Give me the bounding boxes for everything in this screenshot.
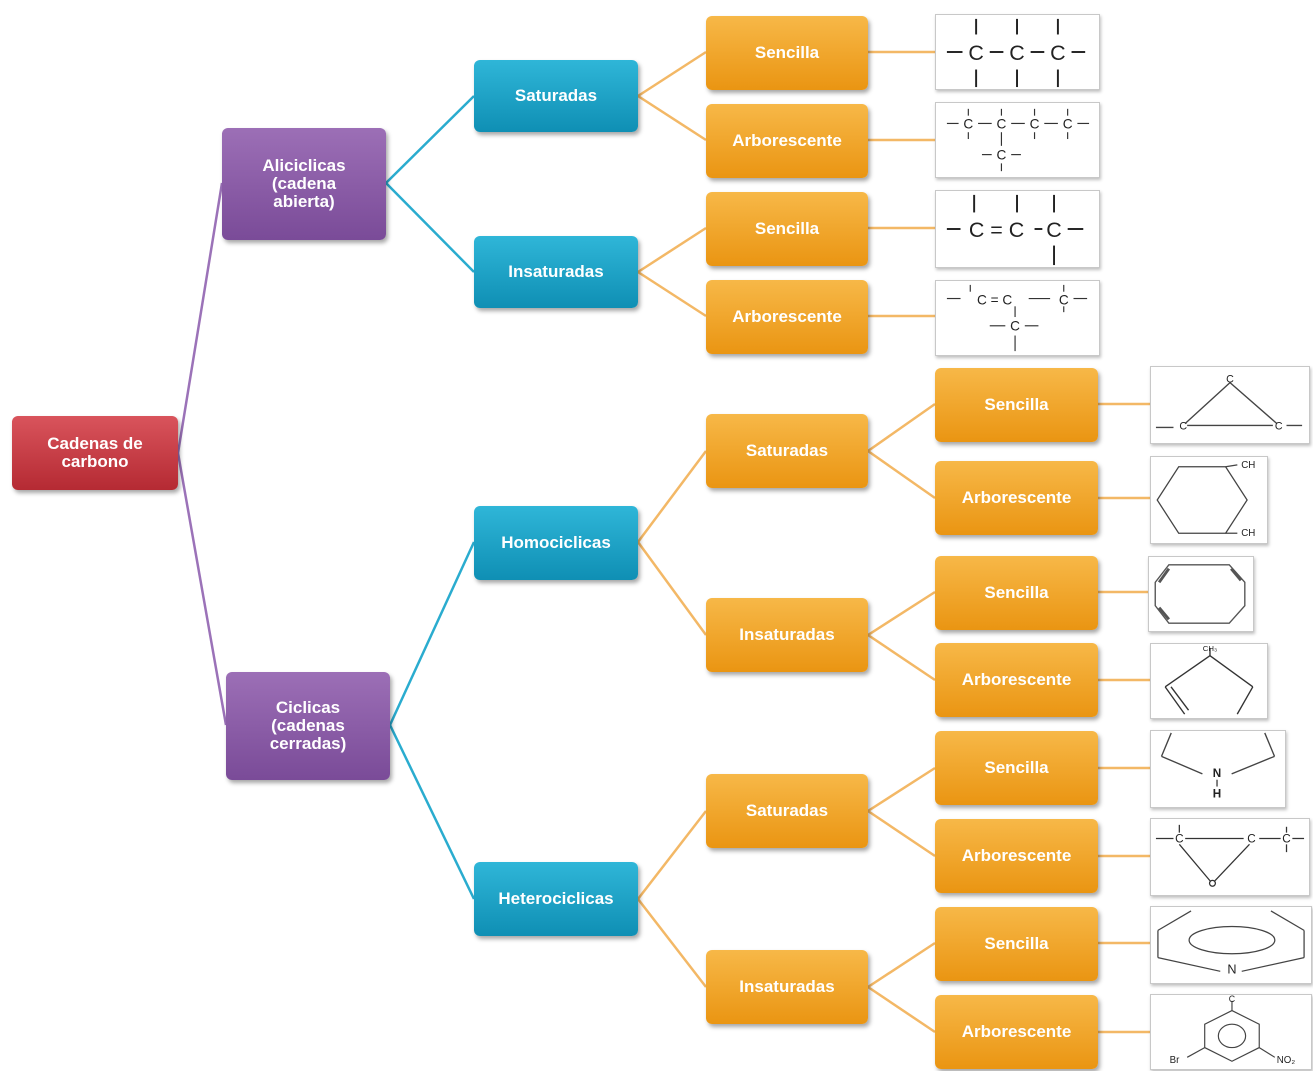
- atom-no2: NO₂: [1277, 1055, 1296, 1066]
- leaf-label: Sencilla: [984, 395, 1049, 415]
- atom-c: C: [968, 41, 983, 65]
- structure-epoxide: C C C: [1150, 818, 1310, 896]
- ciclicas-node[interactable]: Ciclicas (cadenas cerradas): [226, 672, 390, 780]
- structure-pyridine: N: [1150, 906, 1312, 984]
- leaf-label: Arborescente: [732, 307, 842, 327]
- ciclicas-label: Ciclicas (cadenas cerradas): [269, 698, 347, 753]
- heterociclicas-insaturadas-arborescente-node[interactable]: Arborescente: [935, 995, 1098, 1069]
- atom-n: N: [1227, 962, 1236, 976]
- heterociclicas-insaturadas-label: Insaturadas: [739, 977, 835, 997]
- homociclicas-saturadas-arborescente-node[interactable]: Arborescente: [935, 461, 1098, 535]
- atom-c: C: [963, 116, 973, 131]
- aliciclicas-insaturadas-arborescente-node[interactable]: Arborescente: [706, 280, 868, 354]
- aliciclicas-saturadas-label: Saturadas: [514, 86, 598, 106]
- heterociclicas-insaturadas-node[interactable]: Insaturadas: [706, 950, 868, 1024]
- atom-br: Br: [1170, 1055, 1180, 1066]
- heterociclicas-saturadas-sencilla-node[interactable]: Sencilla: [935, 731, 1098, 805]
- atom-c-double-bond: C = C: [969, 218, 1024, 242]
- aliciclicas-saturadas-sencilla-node[interactable]: Sencilla: [706, 16, 868, 90]
- leaf-label: Sencilla: [754, 43, 820, 63]
- atom-c: C: [1175, 832, 1183, 845]
- heterociclicas-saturadas-node[interactable]: Saturadas: [706, 774, 868, 848]
- atom-c: C: [997, 147, 1007, 162]
- homociclicas-saturadas-node[interactable]: Saturadas: [706, 414, 868, 488]
- atom-ch: CH: [1241, 460, 1255, 471]
- root-node[interactable]: Cadenas de carbono: [12, 416, 178, 490]
- atom-h: H: [1213, 787, 1221, 800]
- atom-c: C: [1050, 41, 1065, 65]
- structure-benzene: [1148, 556, 1254, 632]
- leaf-label: Arborescente: [961, 670, 1072, 690]
- atom-c: C: [997, 116, 1007, 131]
- atom-c: C: [1009, 41, 1024, 65]
- atom-ch: CH: [1241, 528, 1255, 539]
- atom-c: C: [1282, 832, 1290, 845]
- structure-cyclopropane: C C C: [1150, 366, 1310, 444]
- atom-n: N: [1213, 767, 1221, 780]
- aliciclicas-label: Aliciclicas (cadena abierta): [262, 156, 346, 211]
- atom-c-double-bond: C = C: [977, 292, 1012, 307]
- atom-c: C: [1059, 292, 1069, 307]
- homociclicas-insaturadas-label: Insaturadas: [739, 625, 835, 645]
- homociclicas-node[interactable]: Homociclicas: [474, 506, 638, 580]
- aliciclicas-insaturadas-node[interactable]: Insaturadas: [474, 236, 638, 308]
- aliciclicas-saturadas-node[interactable]: Saturadas: [474, 60, 638, 132]
- homociclicas-saturadas-sencilla-node[interactable]: Sencilla: [935, 368, 1098, 442]
- structure-butane: C C C: [935, 14, 1100, 90]
- homociclicas-insaturadas-node[interactable]: Insaturadas: [706, 598, 868, 672]
- root-label: Cadenas de carbono: [47, 434, 143, 471]
- leaf-label: Arborescente: [961, 1022, 1072, 1042]
- atom-c: C: [1063, 116, 1073, 131]
- atom-c: C: [1226, 374, 1234, 386]
- structure-alkene: C = C C: [935, 190, 1100, 268]
- leaf-label: Arborescente: [961, 846, 1072, 866]
- leaf-label: Sencilla: [984, 934, 1049, 954]
- homociclicas-label: Homociclicas: [501, 533, 611, 553]
- atom-ch3: CH₃: [1203, 644, 1217, 653]
- structure-substituted-benzene: C Br NO₂: [1150, 994, 1312, 1070]
- structure-methylcyclopentene: CH₃: [1150, 643, 1268, 719]
- heterociclicas-node[interactable]: Heterociclicas: [474, 862, 638, 936]
- aliciclicas-insaturadas-sencilla-node[interactable]: Sencilla: [706, 192, 868, 266]
- homociclicas-saturadas-label: Saturadas: [745, 441, 829, 461]
- aliciclicas-saturadas-arborescente-node[interactable]: Arborescente: [706, 104, 868, 178]
- structure-cyclohexane: CH CH: [1150, 456, 1268, 544]
- heterociclicas-saturadas-arborescente-node[interactable]: Arborescente: [935, 819, 1098, 893]
- atom-c: C: [1179, 420, 1187, 432]
- atom-c: C: [1275, 420, 1283, 432]
- leaf-label: Sencilla: [754, 219, 820, 239]
- atom-c: C: [1046, 218, 1061, 242]
- structure-branched-alkene: C = C C C: [935, 280, 1100, 356]
- leaf-label: Sencilla: [984, 758, 1049, 778]
- aliciclicas-insaturadas-label: Insaturadas: [508, 262, 604, 282]
- atom-c: C: [1229, 995, 1235, 1004]
- structure-pyrrolidine: N H: [1150, 730, 1286, 808]
- structure-branched-alkane: C C C C C: [935, 102, 1100, 178]
- atom-c: C: [1247, 832, 1255, 845]
- heterociclicas-insaturadas-sencilla-node[interactable]: Sencilla: [935, 907, 1098, 981]
- homociclicas-insaturadas-arborescente-node[interactable]: Arborescente: [935, 643, 1098, 717]
- heterociclicas-saturadas-label: Saturadas: [745, 801, 829, 821]
- atom-c: C: [1030, 116, 1040, 131]
- leaf-label: Sencilla: [984, 583, 1049, 603]
- leaf-label: Arborescente: [732, 131, 842, 151]
- atom-c: C: [1010, 319, 1020, 334]
- leaf-label: Arborescente: [961, 488, 1072, 508]
- aliciclicas-node[interactable]: Aliciclicas (cadena abierta): [222, 128, 386, 240]
- heterociclicas-label: Heterociclicas: [498, 889, 614, 909]
- homociclicas-insaturadas-sencilla-node[interactable]: Sencilla: [935, 556, 1098, 630]
